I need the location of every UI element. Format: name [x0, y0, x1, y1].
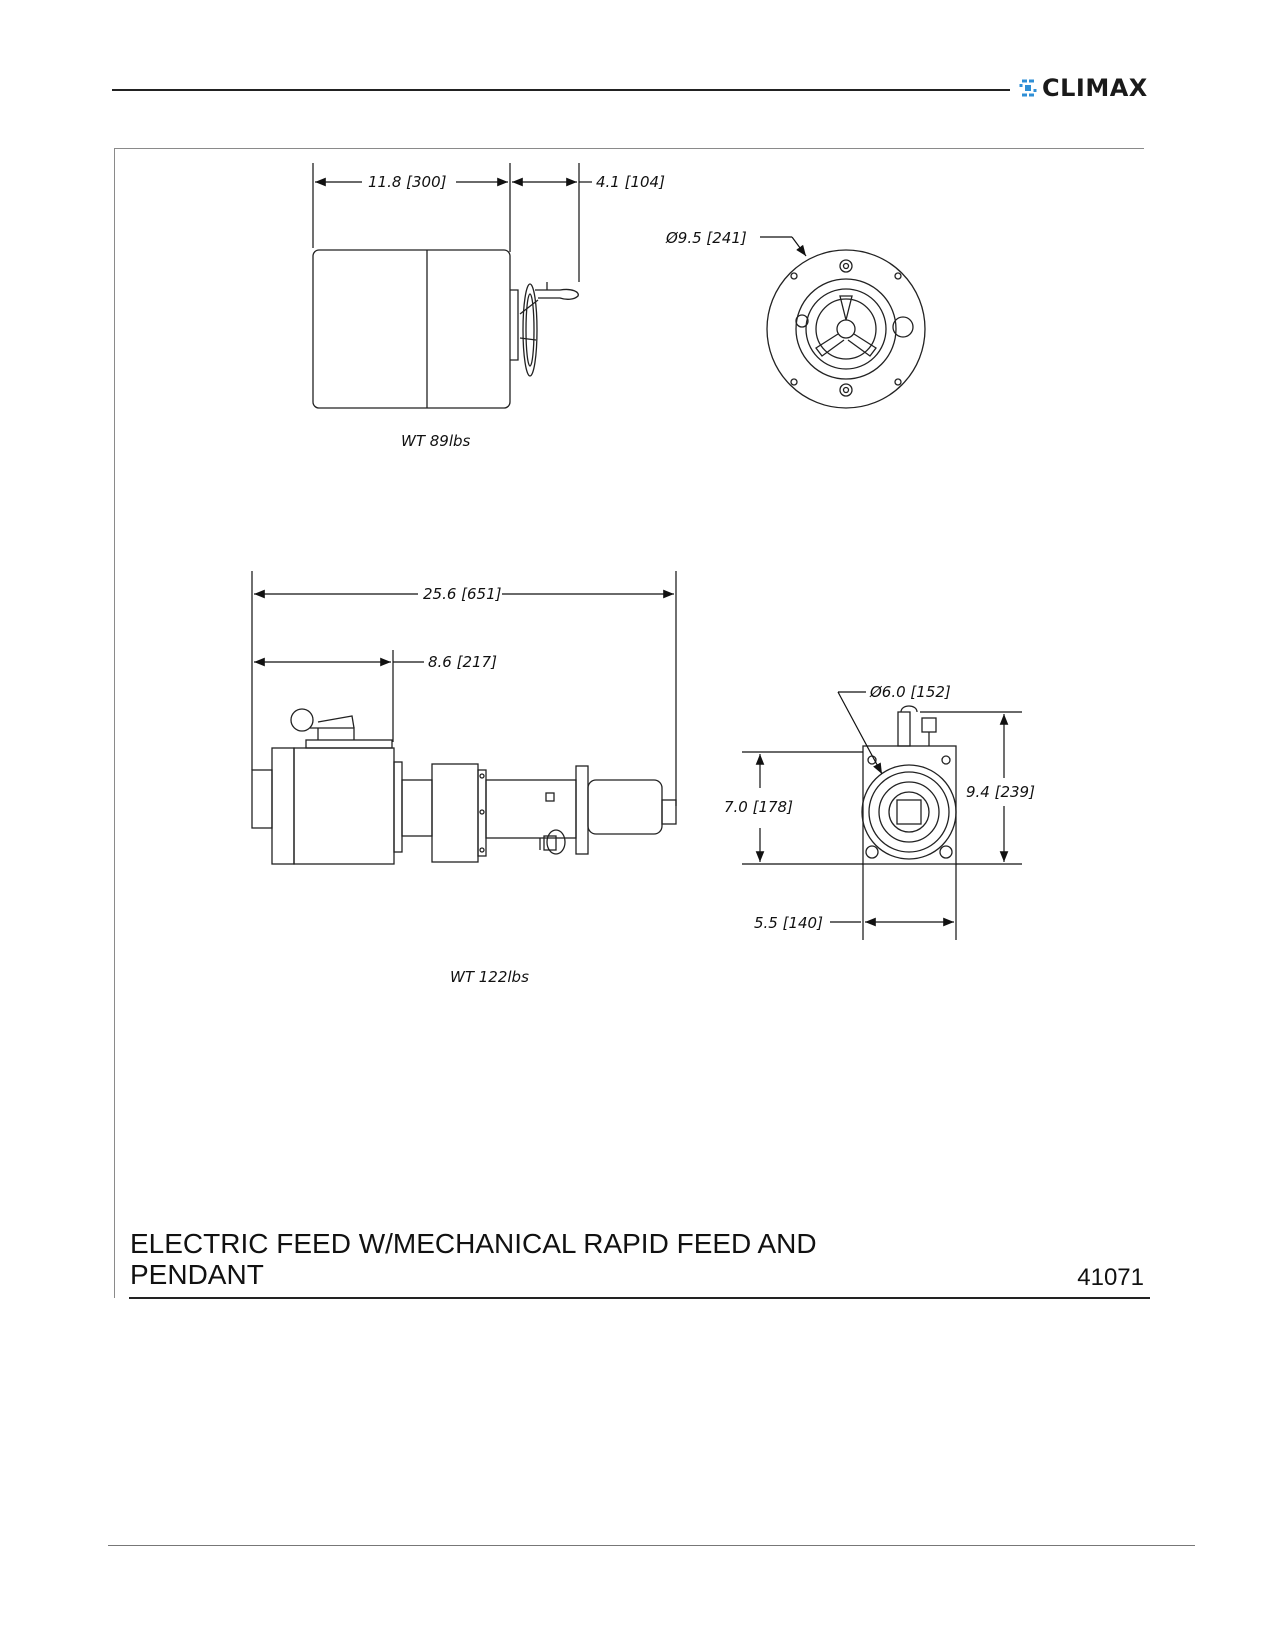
dim-lower-overall: 25.6 [651] [423, 585, 502, 603]
title-rule [129, 1297, 1150, 1299]
drawing-number: 41071 [1077, 1264, 1144, 1291]
upper-end-dims [760, 236, 807, 257]
dim-upper-length: 11.8 [300] [368, 173, 447, 191]
frame-left-border [114, 148, 115, 1298]
drawing-title-line-2: PENDANT [130, 1259, 264, 1290]
footer-rule [108, 1545, 1195, 1546]
lower-side-view [251, 571, 677, 865]
upper-end-view [766, 249, 926, 409]
title-block: ELECTRIC FEED W/MECHANICAL RAPID FEED AN… [130, 1228, 1150, 1298]
lower-side-dims [254, 589, 674, 667]
lower-end-view [861, 705, 957, 865]
dim-lower-diameter: Ø6.0 [152] [869, 683, 951, 701]
climax-logo-mark-icon [1019, 79, 1037, 97]
dim-lower-body: 8.6 [217] [428, 653, 497, 671]
header-rule [112, 89, 1010, 91]
brand-name: CLIMAX [1042, 74, 1148, 102]
dim-lower-width: 5.5 [140] [754, 914, 823, 932]
drawing-title-line-1: ELECTRIC FEED W/MECHANICAL RAPID FEED AN… [130, 1228, 817, 1259]
dim-upper-handwheel: 4.1 [104] [596, 173, 665, 191]
lower-end-dims [742, 691, 1022, 940]
dim-lower-height-body: 7.0 [178] [724, 798, 793, 816]
frame-top-border [114, 148, 1144, 149]
weight-upper: WT 89lbs [401, 432, 471, 450]
dim-lower-height-total: 9.4 [239] [966, 783, 1035, 801]
weight-lower: WT 122lbs [450, 968, 529, 986]
dim-upper-diameter: Ø9.5 [241] [665, 229, 747, 247]
upper-side-view [312, 163, 580, 409]
climax-logo: CLIMAX [1018, 74, 1198, 104]
